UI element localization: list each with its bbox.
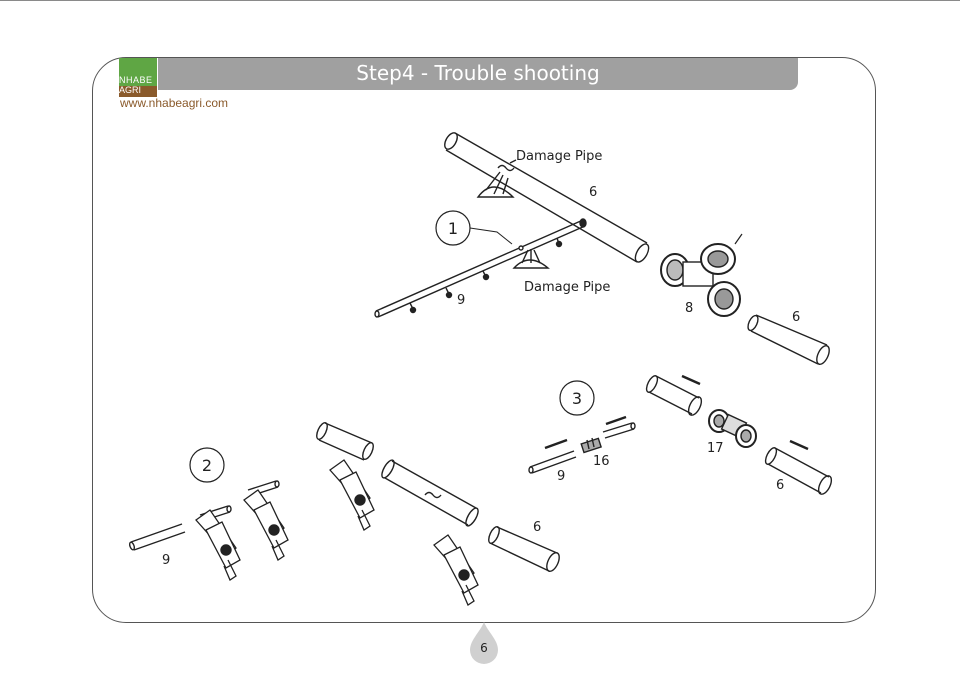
small-pipe-left — [128, 523, 186, 551]
lateral-pipe — [374, 218, 587, 318]
page-title: Step4 - Trouble shooting — [356, 61, 600, 85]
small-pipe-number-3: 9 — [557, 469, 565, 484]
figure-1-labels: 1 Damage Pipe Damage Pipe 6 9 8 6 — [448, 149, 800, 325]
title-banner: Step4 - Trouble shooting — [158, 58, 798, 90]
right-pipe-number: 6 — [792, 310, 800, 325]
tee-number: 8 — [685, 301, 693, 316]
damage-pipe-label-top: Damage Pipe — [516, 149, 602, 164]
website-link[interactable]: www.nhabeagri.com — [120, 96, 229, 110]
tee-fitting — [660, 233, 743, 317]
logo-text-top: NHABE — [119, 75, 153, 85]
logo-text-bottom: AGRI — [119, 85, 142, 95]
large-connector-number: 17 — [707, 441, 724, 456]
step-3-number: 3 — [572, 389, 582, 408]
large-pipe-number-3: 6 — [776, 478, 784, 493]
figure-2 — [128, 421, 560, 606]
large-pipe-top-3 — [645, 374, 703, 416]
page-number: 6 — [480, 641, 488, 655]
cutter-knife-4 — [433, 534, 479, 606]
step-1-number: 1 — [448, 219, 458, 238]
damage-spray-top — [476, 159, 517, 198]
cutter-knife-3 — [329, 459, 375, 531]
large-pipe-number: 6 — [533, 520, 541, 535]
brand-logo: NHABE AGRI — [119, 58, 157, 97]
figure-3-labels: 3 9 16 17 6 — [557, 389, 784, 493]
figure-1 — [374, 132, 830, 366]
large-pipe-damaged — [381, 459, 479, 527]
small-connector-number: 16 — [593, 454, 610, 469]
cutter-knife-2 — [243, 489, 289, 561]
main-pipe — [444, 132, 650, 263]
page-number-drop-icon — [470, 622, 498, 664]
cutter-knife-1 — [195, 509, 241, 581]
damage-pipe-label-bottom: Damage Pipe — [524, 280, 610, 295]
right-pipe — [747, 314, 830, 366]
small-pipe-left-3 — [528, 438, 577, 474]
small-pipe-number: 9 — [162, 553, 170, 568]
large-pipe-top — [316, 421, 374, 461]
large-connector — [708, 409, 757, 448]
small-pipe-right-3 — [602, 415, 636, 439]
large-pipe-bottom — [488, 525, 560, 573]
top-rule — [0, 0, 960, 1]
main-pipe-number: 6 — [589, 185, 597, 200]
step-2-number: 2 — [202, 456, 212, 475]
figure-3 — [528, 374, 833, 495]
lateral-pipe-number: 9 — [457, 293, 465, 308]
figure-2-labels: 2 9 6 — [162, 456, 541, 568]
damage-spray-bottom — [512, 249, 550, 269]
large-pipe-bottom-3 — [764, 439, 833, 495]
small-connector — [580, 437, 602, 454]
